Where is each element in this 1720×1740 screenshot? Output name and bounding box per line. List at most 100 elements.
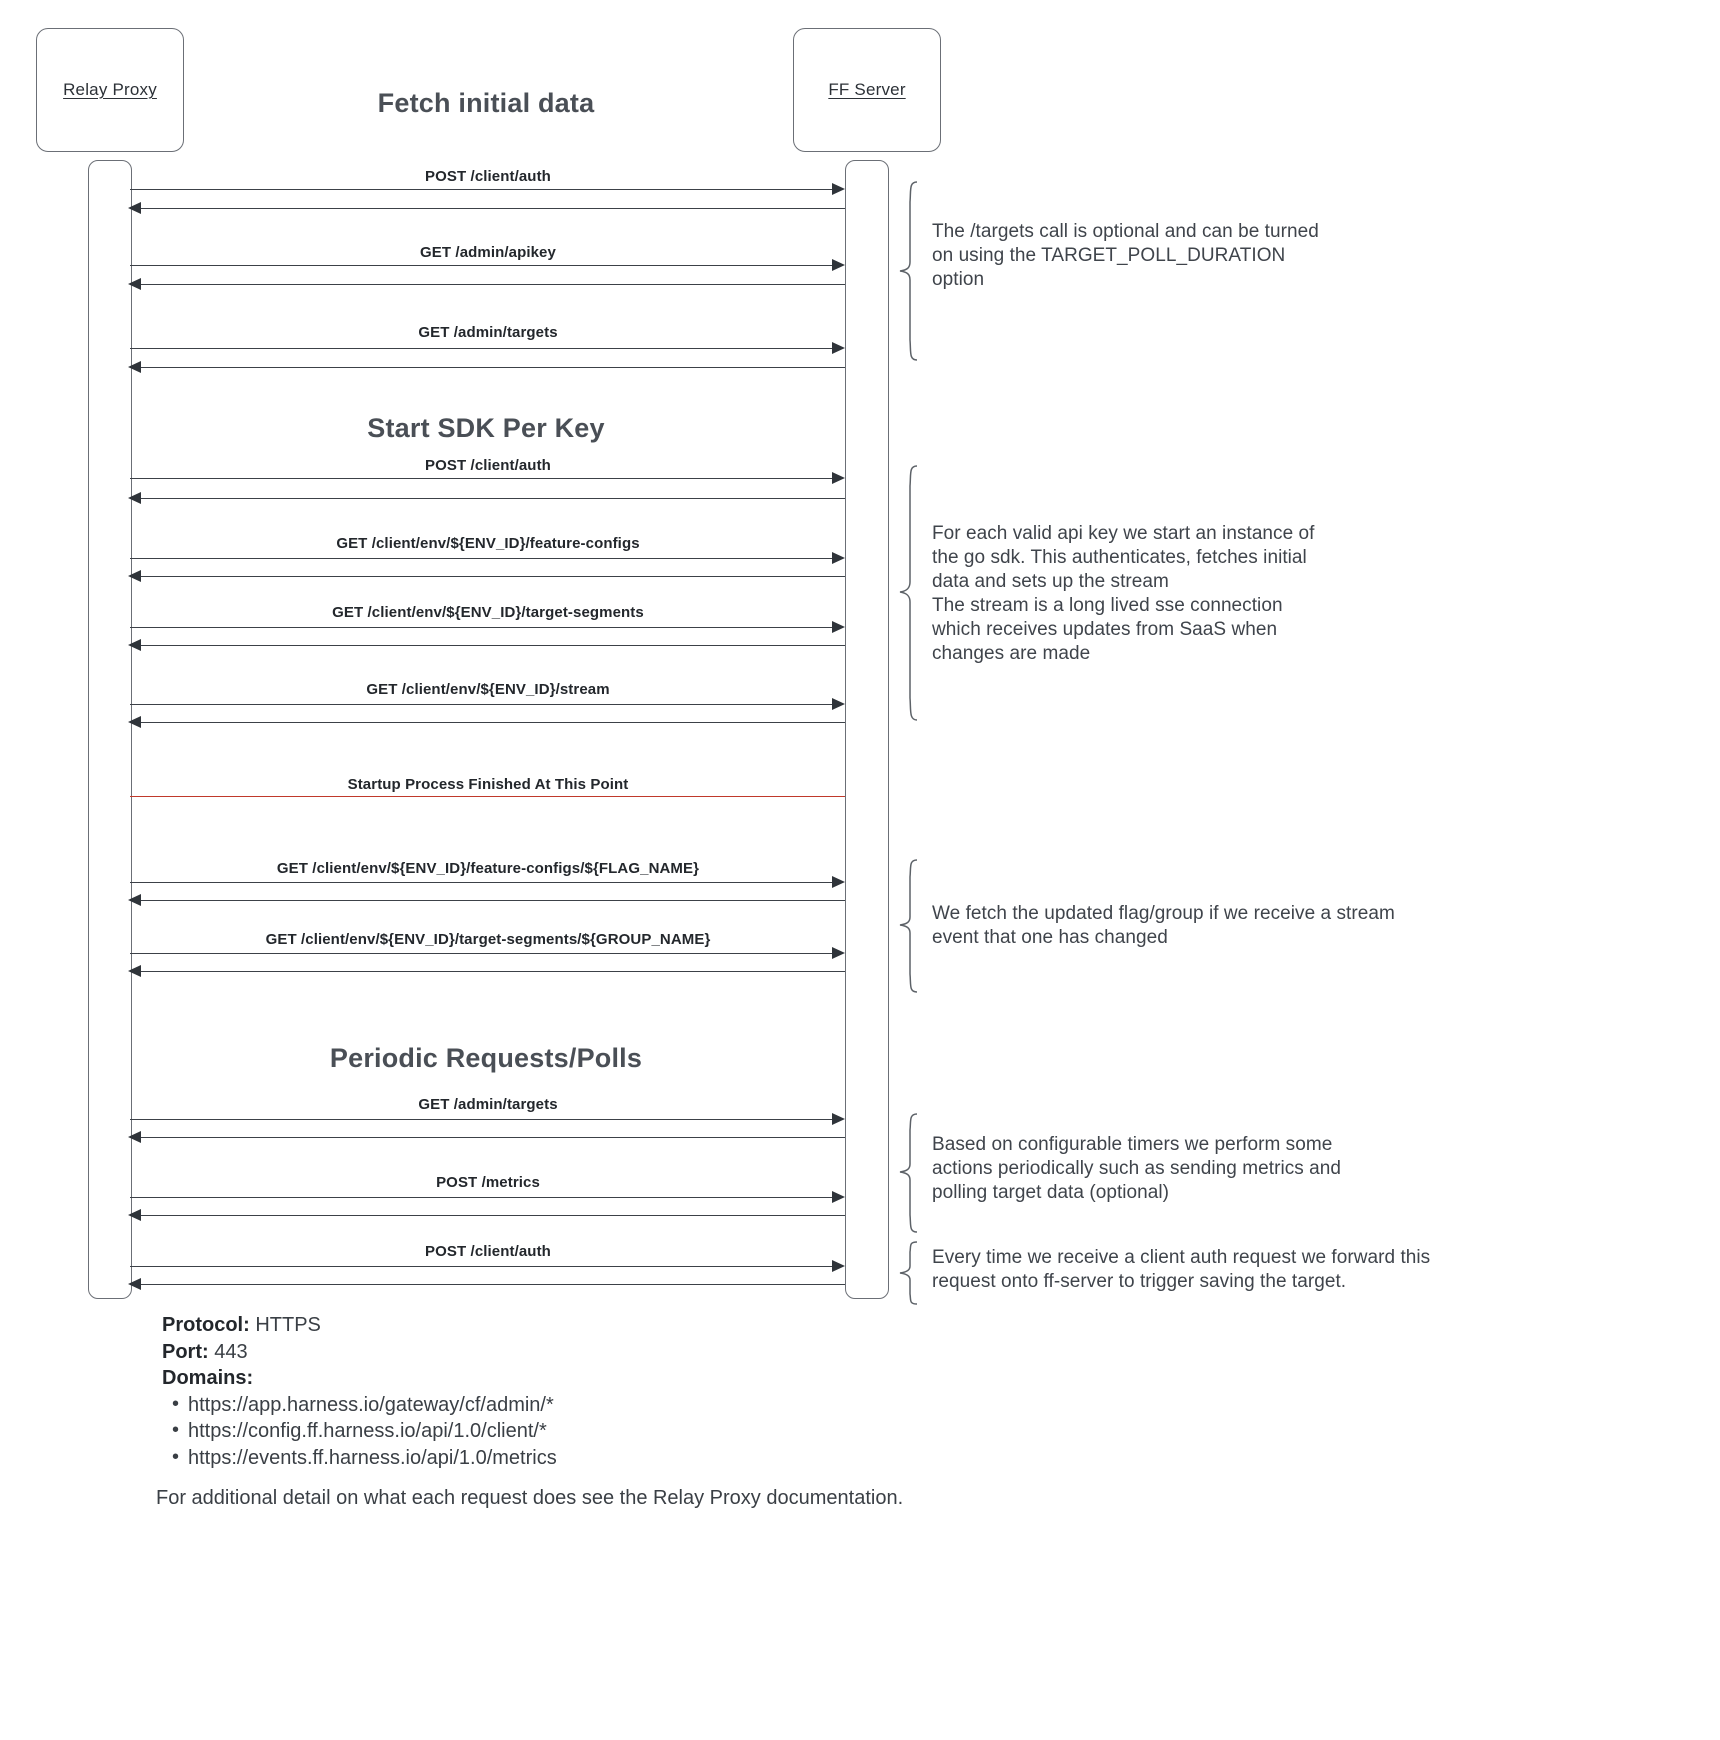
message-arrowhead-m23: [832, 1260, 845, 1272]
message-arrow-m6: [130, 367, 845, 368]
lifeline-relay-proxy: [88, 160, 132, 1299]
footer-domain-item: https://app.harness.io/gateway/cf/admin/…: [162, 1391, 862, 1419]
brace-note-client-auth-forward: [896, 1240, 922, 1306]
brace-note-periodic: [896, 1112, 922, 1234]
message-arrow-m11: [130, 627, 843, 628]
brace-note-stream-update: [896, 858, 922, 994]
note-periodic: Based on configurable timers we perform …: [932, 1133, 1452, 1205]
message-arrow-m22: [130, 1215, 845, 1216]
message-arrow-m7: [130, 478, 843, 479]
note-line: option: [932, 268, 985, 290]
note-sdk-instance: For each valid api key we start an insta…: [932, 522, 1412, 666]
message-arrow-m1: [130, 189, 843, 190]
message-arrowhead-m24: [128, 1278, 141, 1290]
note-stream-update: We fetch the updated flag/group if we re…: [932, 902, 1492, 950]
message-arrowhead-m22: [128, 1209, 141, 1221]
message-arrow-m4: [130, 284, 845, 285]
message-arrow-m8: [130, 498, 845, 499]
message-label-m23: POST /client/auth: [425, 1243, 551, 1260]
note-line: the go sdk. This authenticates, fetches …: [932, 546, 1307, 568]
message-arrowhead-m7: [832, 472, 845, 484]
message-label-m11: GET /client/env/${ENV_ID}/target-segment…: [332, 604, 644, 621]
message-arrowhead-m10: [128, 570, 141, 582]
message-arrowhead-m14: [128, 716, 141, 728]
message-label-m3: GET /admin/apikey: [420, 244, 556, 261]
section-title-periodic-requests: Periodic Requests/Polls: [329, 1043, 643, 1073]
footer-domains-label: Domains:: [162, 1367, 254, 1390]
message-arrow-m9: [130, 558, 843, 559]
note-line: We fetch the updated flag/group if we re…: [932, 903, 1395, 924]
footer-domain-item: https://events.ff.harness.io/api/1.0/met…: [162, 1444, 862, 1472]
message-arrowhead-m13: [832, 698, 845, 710]
footer-port-label: Port:: [162, 1340, 209, 1363]
note-line: The /targets call is optional and can be…: [932, 221, 1319, 242]
note-line: changes are made: [932, 642, 1091, 664]
footer-port-row: Port: 443: [162, 1339, 862, 1366]
message-label-m17: GET /client/env/${ENV_ID}/target-segment…: [265, 931, 711, 948]
section-title-fetch-initial-data: Fetch initial data: [377, 88, 595, 118]
actor-label-relay-proxy: Relay Proxy: [63, 80, 157, 99]
note-line: For each valid api key we start an insta…: [932, 523, 1315, 544]
section-title-start-sdk-per-key: Start SDK Per Key: [367, 413, 605, 443]
divider-label: Startup Process Finished At This Point: [347, 776, 629, 793]
message-arrow-m19: [130, 1119, 843, 1120]
actor-box-relay-proxy[interactable]: Relay Proxy: [36, 28, 184, 152]
message-arrow-m12: [130, 645, 845, 646]
footer-domain-item: https://config.ff.harness.io/api/1.0/cli…: [162, 1417, 862, 1445]
lifeline-ff-server: [845, 160, 889, 1299]
message-arrow-m16: [130, 900, 845, 901]
message-arrow-m13: [130, 704, 843, 705]
footer-domains-row: Domains:: [162, 1365, 862, 1392]
note-client-auth-forward: Every time we receive a client auth requ…: [932, 1246, 1532, 1294]
note-line: polling target data (optional): [932, 1181, 1170, 1203]
actor-label-ff-server: FF Server: [828, 80, 906, 99]
message-arrowhead-m16: [128, 894, 141, 906]
note-line: The stream is a long lived sse connectio…: [932, 594, 1283, 616]
message-arrowhead-m3: [832, 259, 845, 271]
footer-closing-note: For additional detail on what each reque…: [156, 1487, 904, 1509]
note-line: data and sets up the stream: [932, 570, 1169, 592]
message-arrow-m23: [130, 1266, 843, 1267]
note-line: on using the TARGET_POLL_DURATION: [932, 244, 1286, 266]
footer-protocol-row: Protocol: HTTPS: [162, 1312, 862, 1339]
message-arrowhead-m8: [128, 492, 141, 504]
footer-protocol-value: HTTPS: [255, 1314, 321, 1336]
note-line: Every time we receive a client auth requ…: [932, 1247, 1431, 1268]
message-arrowhead-m4: [128, 278, 141, 290]
message-arrowhead-m1: [832, 183, 845, 195]
message-arrowhead-m17: [832, 947, 845, 959]
message-label-m1: POST /client/auth: [425, 168, 551, 185]
footer-protocol-label: Protocol:: [162, 1314, 250, 1336]
message-arrowhead-m15: [832, 876, 845, 888]
message-arrowhead-m19: [832, 1113, 845, 1125]
message-arrowhead-m5: [832, 342, 845, 354]
message-label-m7: POST /client/auth: [425, 457, 551, 474]
message-arrowhead-m2: [128, 202, 141, 214]
actor-box-ff-server[interactable]: FF Server: [793, 28, 941, 152]
note-line: request onto ff-server to trigger saving…: [932, 1270, 1347, 1292]
note-targets-optional: The /targets call is optional and can be…: [932, 220, 1402, 292]
message-label-m13: GET /client/env/${ENV_ID}/stream: [366, 681, 610, 698]
message-label-m19: GET /admin/targets: [418, 1096, 558, 1113]
brace-note-sdk-instance: [896, 464, 922, 722]
footer-port-value: 443: [214, 1340, 248, 1363]
message-label-m21: POST /metrics: [436, 1174, 540, 1191]
message-arrow-m2: [130, 208, 845, 209]
message-label-m9: GET /client/env/${ENV_ID}/feature-config…: [336, 535, 640, 552]
message-arrowhead-m21: [832, 1191, 845, 1203]
message-label-m15: GET /client/env/${ENV_ID}/feature-config…: [276, 860, 700, 877]
message-arrow-m17: [130, 953, 843, 954]
brace-note-targets-optional: [896, 180, 922, 362]
message-arrow-m5: [130, 348, 843, 349]
message-arrowhead-m6: [128, 361, 141, 373]
message-arrow-m21: [130, 1197, 843, 1198]
message-arrow-m15: [130, 882, 843, 883]
footer-info-block: Protocol: HTTPS Port: 443 Domains: https…: [162, 1312, 862, 1472]
note-line: Based on configurable timers we perform …: [932, 1134, 1333, 1155]
message-arrow-m14: [130, 722, 845, 723]
message-arrowhead-m12: [128, 639, 141, 651]
message-arrow-m24: [130, 1284, 845, 1285]
message-arrowhead-m18: [128, 965, 141, 977]
note-line: actions periodically such as sending met…: [932, 1157, 1341, 1179]
